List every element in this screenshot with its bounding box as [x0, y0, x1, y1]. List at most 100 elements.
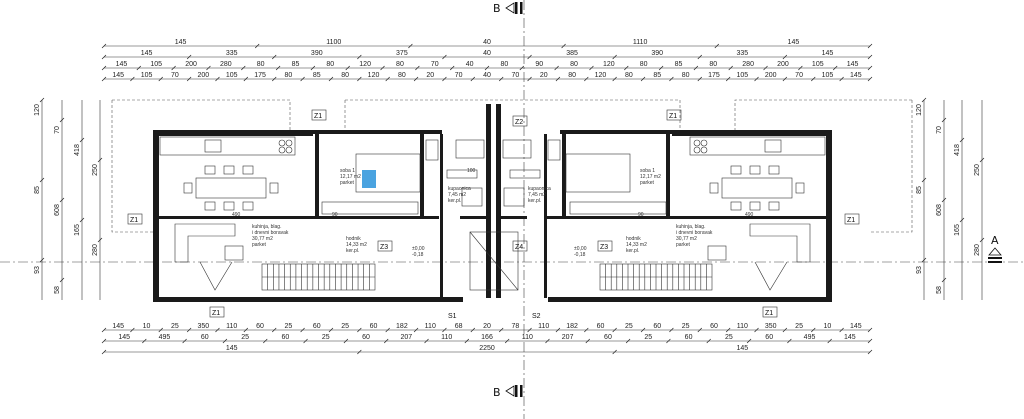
dim-right-value: 608: [936, 204, 943, 216]
dim-top-tick: [669, 76, 674, 82]
tag-z3-left: Z3: [377, 240, 393, 252]
svg-text:S1: S1: [448, 313, 457, 320]
dim-top-tick: [839, 76, 844, 82]
dim-top-value: 80: [568, 72, 576, 79]
dim-top-value: 80: [682, 72, 690, 79]
dim-top-tick: [171, 65, 176, 71]
bath-dim-top: 100: [467, 168, 476, 174]
svg-text:Z1: Z1: [765, 310, 773, 317]
svg-text:B: B: [493, 2, 501, 15]
dim-top-value: 85: [292, 61, 300, 68]
dim-top-tick: [101, 65, 107, 71]
dim-bottom-value: 110: [737, 323, 748, 330]
dim-top-tick: [206, 65, 211, 71]
dim-bottom-tick: [827, 338, 832, 344]
level-mark-left: ±0,00 -0,18: [412, 246, 425, 258]
dim-bottom-value: 110: [522, 334, 533, 341]
dim-bottom-tick: [782, 327, 788, 333]
dim-bottom-value: 25: [682, 323, 690, 330]
dim-bottom-tick: [303, 338, 308, 344]
dim-top-tick: [328, 76, 334, 82]
svg-text:S2: S2: [532, 313, 541, 320]
bathroom-fixtures-right: [502, 139, 561, 207]
dim-left-value: 70: [54, 126, 61, 134]
dim-top-value: 105: [822, 72, 834, 79]
dim-top-value: 200: [197, 72, 209, 79]
dim-bottom-tick: [101, 338, 107, 344]
dim-bottom-value: 25: [285, 323, 293, 330]
dim-bottom-value: 350: [197, 323, 209, 330]
roof-outline-right: [734, 99, 913, 233]
tag-s1: S1: [448, 313, 457, 320]
dim-bottom-value: 60: [313, 323, 321, 330]
dim-bottom-tick: [867, 349, 873, 355]
dim-top-value: 1100: [326, 39, 341, 46]
svg-text:14,33 m2: 14,33 m2: [626, 242, 647, 248]
dim-bottom-value: 60: [370, 323, 378, 330]
dim-bottom-tick: [328, 327, 334, 333]
dim-bottom-tick: [612, 349, 617, 355]
svg-text:12,17 m2: 12,17 m2: [340, 174, 361, 180]
dim-bottom-tick: [158, 327, 163, 333]
svg-text:i dnevni boravak: i dnevni boravak: [676, 230, 713, 236]
dim-bottom-tick: [383, 338, 389, 344]
dim-left-value: 250: [92, 164, 99, 176]
room-label-hall-right: hodnik 14,33 m2 ker.pl.: [626, 236, 647, 254]
dim-top-value: 375: [396, 50, 408, 57]
dim-bottom-value: 10: [824, 323, 832, 330]
dim-top-value: 80: [640, 61, 648, 68]
tag-z1-top-left: Z1: [311, 109, 327, 121]
dim-left-value: 58: [54, 286, 61, 294]
dim-top-tick: [243, 76, 249, 82]
dim-bottom-value: 145: [226, 345, 238, 352]
bed-door-right: 90: [638, 212, 644, 218]
dim-top-tick: [408, 43, 413, 49]
dim-bottom-tick: [527, 327, 532, 333]
dim-left-tick: [59, 117, 65, 123]
dim-left-tick: [97, 157, 103, 163]
dim-bottom-tick: [754, 327, 759, 333]
dim-top-value: 20: [540, 72, 548, 79]
dim-top-value: 80: [398, 72, 406, 79]
dim-top-tick: [136, 65, 142, 71]
dim-top-tick: [470, 76, 476, 82]
dim-top-value: 80: [257, 61, 265, 68]
dim-bottom-tick: [130, 327, 135, 333]
dim-top-tick: [357, 76, 362, 82]
dim-bottom-value: 25: [795, 323, 803, 330]
dim-bottom-value: 25: [241, 334, 249, 341]
svg-text:12,17 m2: 12,17 m2: [640, 174, 661, 180]
dim-left-tick: [97, 237, 103, 243]
dim-bottom-value: 182: [396, 323, 408, 330]
dim-top-tick: [254, 43, 260, 49]
room-label-living-right: kuhinja, blag. i dnevni boravak 30,77 m2…: [676, 224, 713, 248]
dim-bottom-tick: [555, 327, 561, 333]
dim-right-tick: [959, 137, 965, 143]
dim-bottom-value: 25: [625, 323, 633, 330]
svg-text:Z4: Z4: [515, 244, 523, 251]
dim-top-value: 40: [466, 61, 474, 68]
svg-text:Z3: Z3: [600, 244, 608, 251]
dim-top-value: 335: [736, 50, 748, 57]
dim-left-value: 418: [74, 144, 81, 156]
dim-top-value: 390: [311, 50, 323, 57]
dim-top-value: 20: [426, 72, 434, 79]
dim-top-value: 145: [112, 72, 124, 79]
dim-top-value: 200: [765, 72, 777, 79]
dim-top-tick: [782, 54, 788, 60]
dim-top-tick: [380, 65, 385, 71]
dim-bottom-tick: [343, 338, 349, 344]
dim-top-tick: [867, 54, 873, 60]
dim-top-tick: [215, 76, 220, 82]
dim-top-tick: [158, 76, 163, 82]
dim-top-value: 175: [254, 72, 266, 79]
dim-right-value: 120: [916, 104, 923, 116]
dim-top-value: 120: [368, 72, 380, 79]
dim-bottom-value: 60: [710, 323, 718, 330]
dim-bottom-tick: [300, 327, 305, 333]
dim-bottom-value: 2250: [479, 345, 495, 352]
dim-top-value: 145: [175, 39, 187, 46]
dim-top-tick: [413, 76, 419, 82]
